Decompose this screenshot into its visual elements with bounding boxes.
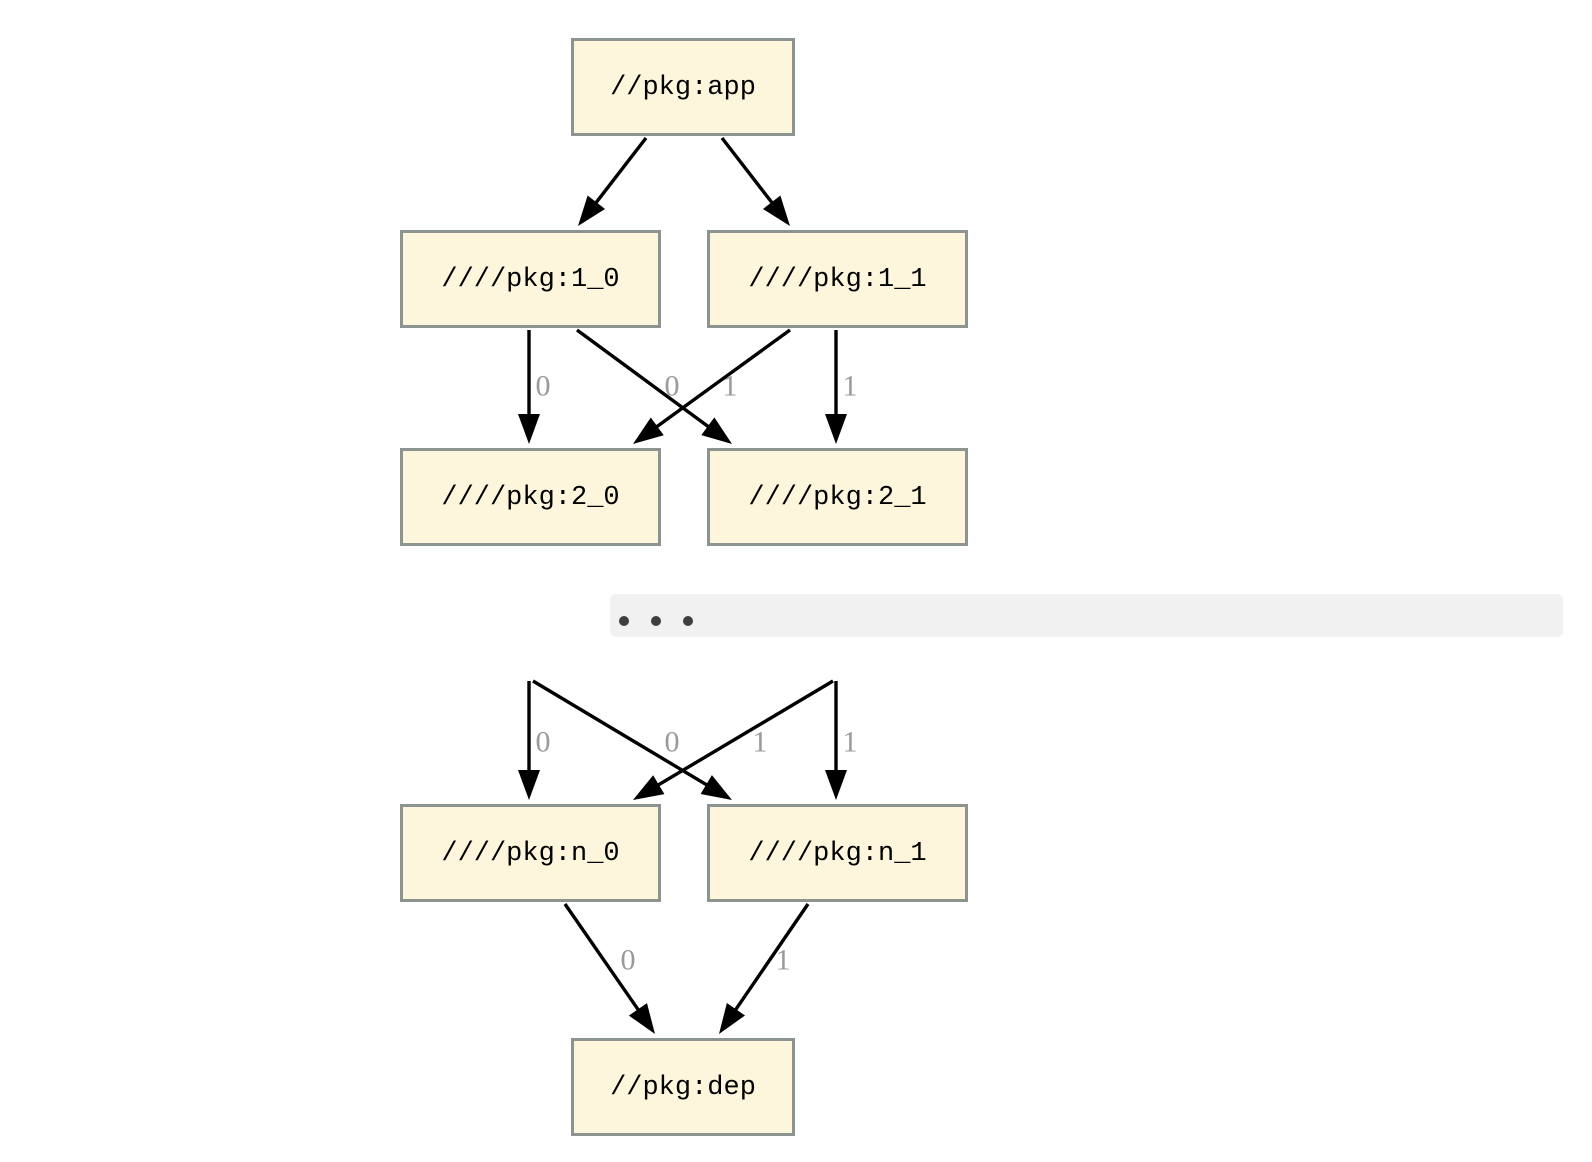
edge-arrowhead (633, 775, 665, 800)
node-box[interactable] (571, 38, 795, 136)
edge-arrowhead (628, 1003, 655, 1034)
node-label: //pkg:app (610, 73, 756, 103)
ellipsis-dot (619, 616, 629, 626)
ellipsis-dot (683, 616, 693, 626)
edge-arrowhead (578, 195, 606, 226)
node-label: ////pkg:n_0 (441, 839, 619, 869)
node-label: ////pkg:n_1 (748, 839, 926, 869)
edge-label: 0 (621, 944, 636, 977)
edge-arrowhead (825, 414, 847, 444)
edge-label: 0 (536, 370, 551, 403)
graph-node-n2_1[interactable]: ////pkg:2_1 (707, 448, 968, 546)
node-box[interactable] (707, 230, 968, 328)
edge-line (650, 679, 834, 791)
node-box[interactable] (400, 804, 661, 902)
graph-node-dep[interactable]: //pkg:dep (571, 1038, 795, 1136)
edge-label: 0 (665, 370, 680, 403)
edge-line (589, 136, 648, 210)
node-box[interactable] (571, 1038, 795, 1136)
node-label: ////pkg:2_0 (441, 483, 619, 513)
edge-line (575, 328, 716, 433)
edge-arrowhead (719, 1003, 746, 1034)
ellipsis-dot (651, 616, 661, 626)
edge-arrowhead (633, 417, 664, 444)
node-box[interactable] (400, 448, 661, 546)
nodes-layer: //pkg:app ////pkg:1_0 ////pkg:1_1 ////pkg:2… (400, 38, 968, 1136)
graph-node-app[interactable]: //pkg:app (571, 38, 795, 136)
edge-arrowhead (762, 195, 790, 226)
node-box[interactable] (707, 448, 968, 546)
edges-layer (518, 136, 847, 1034)
graph-node-n1_1[interactable]: ////pkg:1_1 (707, 230, 968, 328)
node-label: ////pkg:1_1 (748, 265, 926, 295)
node-label: ////pkg:1_0 (441, 265, 619, 295)
edge-labels-layer: 0 0 1 1 0 0 1 1 0 1 (536, 370, 858, 977)
edge-line (532, 679, 715, 791)
graph-node-nn_0[interactable]: ////pkg:n_0 (400, 804, 661, 902)
edge-line (563, 903, 645, 1018)
ellipsis-layer (610, 594, 1563, 637)
edge-line (729, 903, 810, 1018)
edge-label: 0 (536, 726, 551, 759)
graph-node-n2_0[interactable]: ////pkg:2_0 (400, 448, 661, 546)
graph-node-nn_1[interactable]: ////pkg:n_1 (707, 804, 968, 902)
node-box[interactable] (400, 230, 661, 328)
edge-arrowhead (700, 775, 732, 800)
edge-arrowhead (825, 770, 847, 800)
edge-label: 0 (665, 726, 680, 759)
edge-label: 1 (753, 726, 768, 759)
edge-label: 1 (843, 726, 858, 759)
node-label: ////pkg:2_1 (748, 483, 926, 513)
edge-label: 1 (723, 370, 738, 403)
node-label: //pkg:dep (610, 1073, 756, 1103)
ellipsis-band (610, 594, 1563, 637)
edge-line (649, 328, 791, 433)
edge-arrowhead (518, 770, 540, 800)
edge-arrowhead (518, 414, 540, 444)
edge-arrowhead (701, 417, 732, 444)
edge-line (720, 136, 779, 210)
edge-label: 1 (776, 944, 791, 977)
node-box[interactable] (707, 804, 968, 902)
edge-label: 1 (843, 370, 858, 403)
graph-node-n1_0[interactable]: ////pkg:1_0 (400, 230, 661, 328)
